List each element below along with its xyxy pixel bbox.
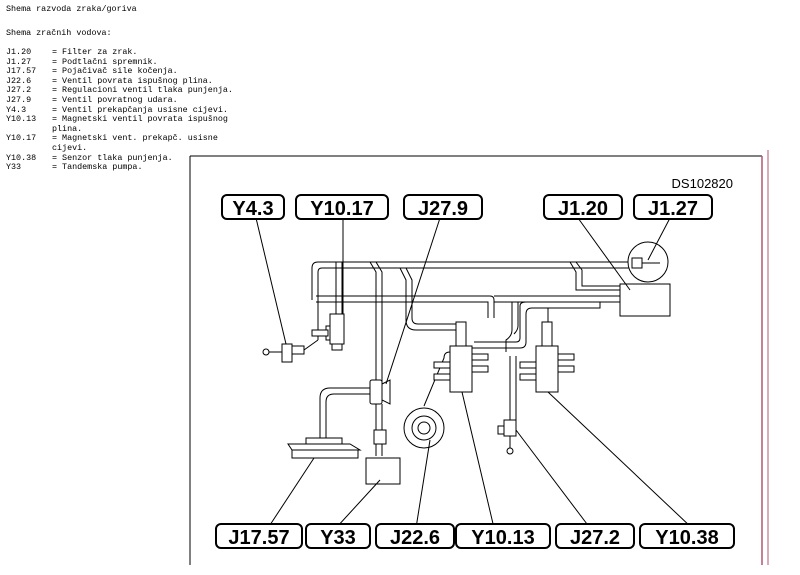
legend-desc: = Magnetski vent. prekapč. usisne cijevi… <box>52 133 218 153</box>
label-y10-13-text: Y10.13 <box>471 527 534 549</box>
legend-item: J22.6 = Ventil povrata ispušnog plina. <box>6 75 257 87</box>
legend-code: J22.6 <box>6 75 32 86</box>
legend-code: Y10.38 <box>6 152 37 163</box>
air-filter-j1-20 <box>619 283 671 317</box>
brake-booster-j17-57 <box>287 437 362 459</box>
legend-item: J27.2 = Regulacioni ventil tlaka punjenja… <box>6 86 257 96</box>
document-title: Shema razvoda zraka/goriva <box>6 4 137 14</box>
legend-desc: = Senzor tlaka punjenja. <box>52 152 173 163</box>
document-subtitle: Shema zračnih vodova: <box>6 28 112 38</box>
label-j17-57-text: J17.57 <box>228 527 289 549</box>
pump-y33 <box>365 429 401 485</box>
legend-code: Y4.3 <box>6 104 27 115</box>
label-j27-9: J27.9 <box>403 194 483 220</box>
vacuum-tank-j1-27 <box>627 241 669 283</box>
label-y10-13: Y10.13 <box>455 523 551 549</box>
legend-desc: = Regulacioni ventil tlaka punjenja. <box>52 85 233 96</box>
legend-item: J27.9 = Ventil povratnog udara. <box>6 94 257 106</box>
legend-code: J27.2 <box>6 85 32 96</box>
legend-code: J27.9 <box>6 94 32 105</box>
label-y10-38-text: Y10.38 <box>655 527 718 549</box>
label-y4-3-text: Y4.3 <box>232 198 273 220</box>
label-y33: Y33 <box>305 523 371 549</box>
leader-lines <box>255 217 693 529</box>
sensor-y10-38 <box>519 308 575 393</box>
valve-y10-13 <box>433 321 489 393</box>
legend-desc: = Tandemska pumpa. <box>52 162 143 173</box>
hose-network <box>311 261 660 456</box>
legend-desc: = Ventil povratnog udara. <box>52 94 178 105</box>
label-y33-text: Y33 <box>320 527 356 549</box>
valve-y10-17 <box>311 313 345 351</box>
label-j1-20-text: J1.20 <box>558 198 608 220</box>
legend-code: Y10.13 <box>6 114 37 125</box>
valve-j27-9 <box>369 379 391 405</box>
legend-item: Y10.38 = Senzor tlaka punjenja. <box>6 152 257 164</box>
label-y10-38: Y10.38 <box>639 523 735 549</box>
label-j27-2: J27.2 <box>555 523 635 549</box>
label-j1-20: J1.20 <box>543 194 623 220</box>
legend-desc: = Pojačivač sile kočenja. <box>52 66 178 77</box>
label-j17-57: J17.57 <box>215 523 303 549</box>
valve-y4-3 <box>262 300 319 363</box>
diagram-ref: DS102820 <box>672 176 733 191</box>
legend-code: Y10.17 <box>6 133 37 144</box>
valve-j22-6 <box>403 407 445 449</box>
legend-item: J17.57 = Pojačivač sile kočenja. <box>6 67 257 77</box>
label-j1-27: J1.27 <box>633 194 713 220</box>
label-y10-17-text: Y10.17 <box>310 198 373 220</box>
legend-desc: = Podtlačni spremnik. <box>52 56 158 67</box>
valve-j27-2 <box>497 419 517 455</box>
label-j22-6: J22.6 <box>375 523 455 549</box>
legend-desc: = Filter za zrak. <box>52 47 138 57</box>
label-j27-2-text: J27.2 <box>570 527 620 549</box>
diagram-frame <box>189 150 769 565</box>
legend-code: J17.57 <box>6 66 37 77</box>
legend-code: J1.27 <box>6 56 32 67</box>
label-j22-6-text: J22.6 <box>390 527 440 549</box>
label-y10-17: Y10.17 <box>295 194 389 220</box>
legend-item: J1.27 = Podtlačni spremnik. <box>6 56 257 68</box>
legend-list: J1.20 = Filter za zrak. J1.27 = Podtlačni … <box>6 47 257 173</box>
legend-desc: = Ventil povrata ispušnog plina. <box>52 75 213 86</box>
legend-code: J1.20 <box>6 47 32 57</box>
legend-item: Y33 = Tandemska pumpa. <box>6 163 257 173</box>
legend-desc: = Magnetski ventil povrata ispušnog plin… <box>52 114 228 134</box>
legend-item: Y10.17 = Magnetski vent. prekapč. usisne … <box>6 133 257 153</box>
legend-item: J1.20 = Filter za zrak. <box>6 47 257 58</box>
legend-code: Y33 <box>6 162 22 173</box>
legend-item: Y4.3 = Ventil prekapčanja usisne cijevi. <box>6 104 257 116</box>
label-j27-9-text: J27.9 <box>418 198 468 220</box>
label-j1-27-text: J1.27 <box>648 198 698 220</box>
label-y4-3: Y4.3 <box>221 194 285 220</box>
legend-desc: = Ventil prekapčanja usisne cijevi. <box>52 104 228 115</box>
legend-item: Y10.13 = Magnetski ventil povrata ispušno… <box>6 114 257 134</box>
